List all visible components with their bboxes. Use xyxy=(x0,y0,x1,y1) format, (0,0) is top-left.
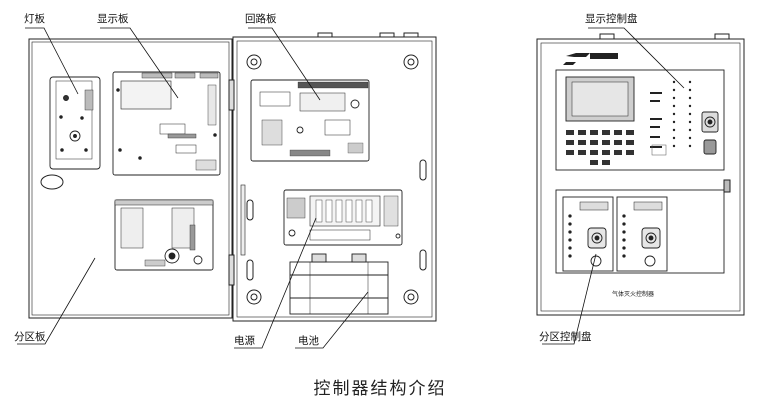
power-supply-board xyxy=(283,189,403,246)
display-panel-keypad[interactable] xyxy=(566,130,634,165)
open-cabinet xyxy=(28,32,437,322)
label-lamp-board: 灯板 xyxy=(24,12,45,25)
battery xyxy=(289,253,389,315)
loop-board xyxy=(250,79,370,162)
lamp-board xyxy=(49,76,101,170)
label-power-supply: 电源 xyxy=(234,334,255,347)
display-board xyxy=(112,71,221,176)
cabinet-door xyxy=(28,38,233,319)
display-panel-indicators xyxy=(650,80,692,156)
label-zone-control-panel: 分区控制盘 xyxy=(539,330,592,343)
cabinet-body xyxy=(232,36,437,322)
gas-extinguish-panel-label: 气体灭火控制器 xyxy=(612,290,654,298)
display-panel-key-switch[interactable] xyxy=(701,111,719,155)
label-display-board: 显示板 xyxy=(97,12,129,25)
front-housing xyxy=(536,38,745,316)
display-control-panel xyxy=(555,53,725,171)
zone-control-panel xyxy=(555,189,725,274)
label-display-control-panel: 显示控制盘 xyxy=(585,12,638,25)
figure-caption: 控制器结构介绍 xyxy=(313,379,447,399)
zone-board xyxy=(114,199,214,271)
leader-lines xyxy=(17,27,685,349)
label-loop-board: 回路板 xyxy=(245,12,277,25)
cabinet-front-view xyxy=(536,33,745,316)
brand-logo-icon xyxy=(566,53,590,57)
label-battery: 电池 xyxy=(298,334,319,347)
brand-text-mark xyxy=(590,53,618,59)
label-zone-board: 分区板 xyxy=(14,330,46,343)
